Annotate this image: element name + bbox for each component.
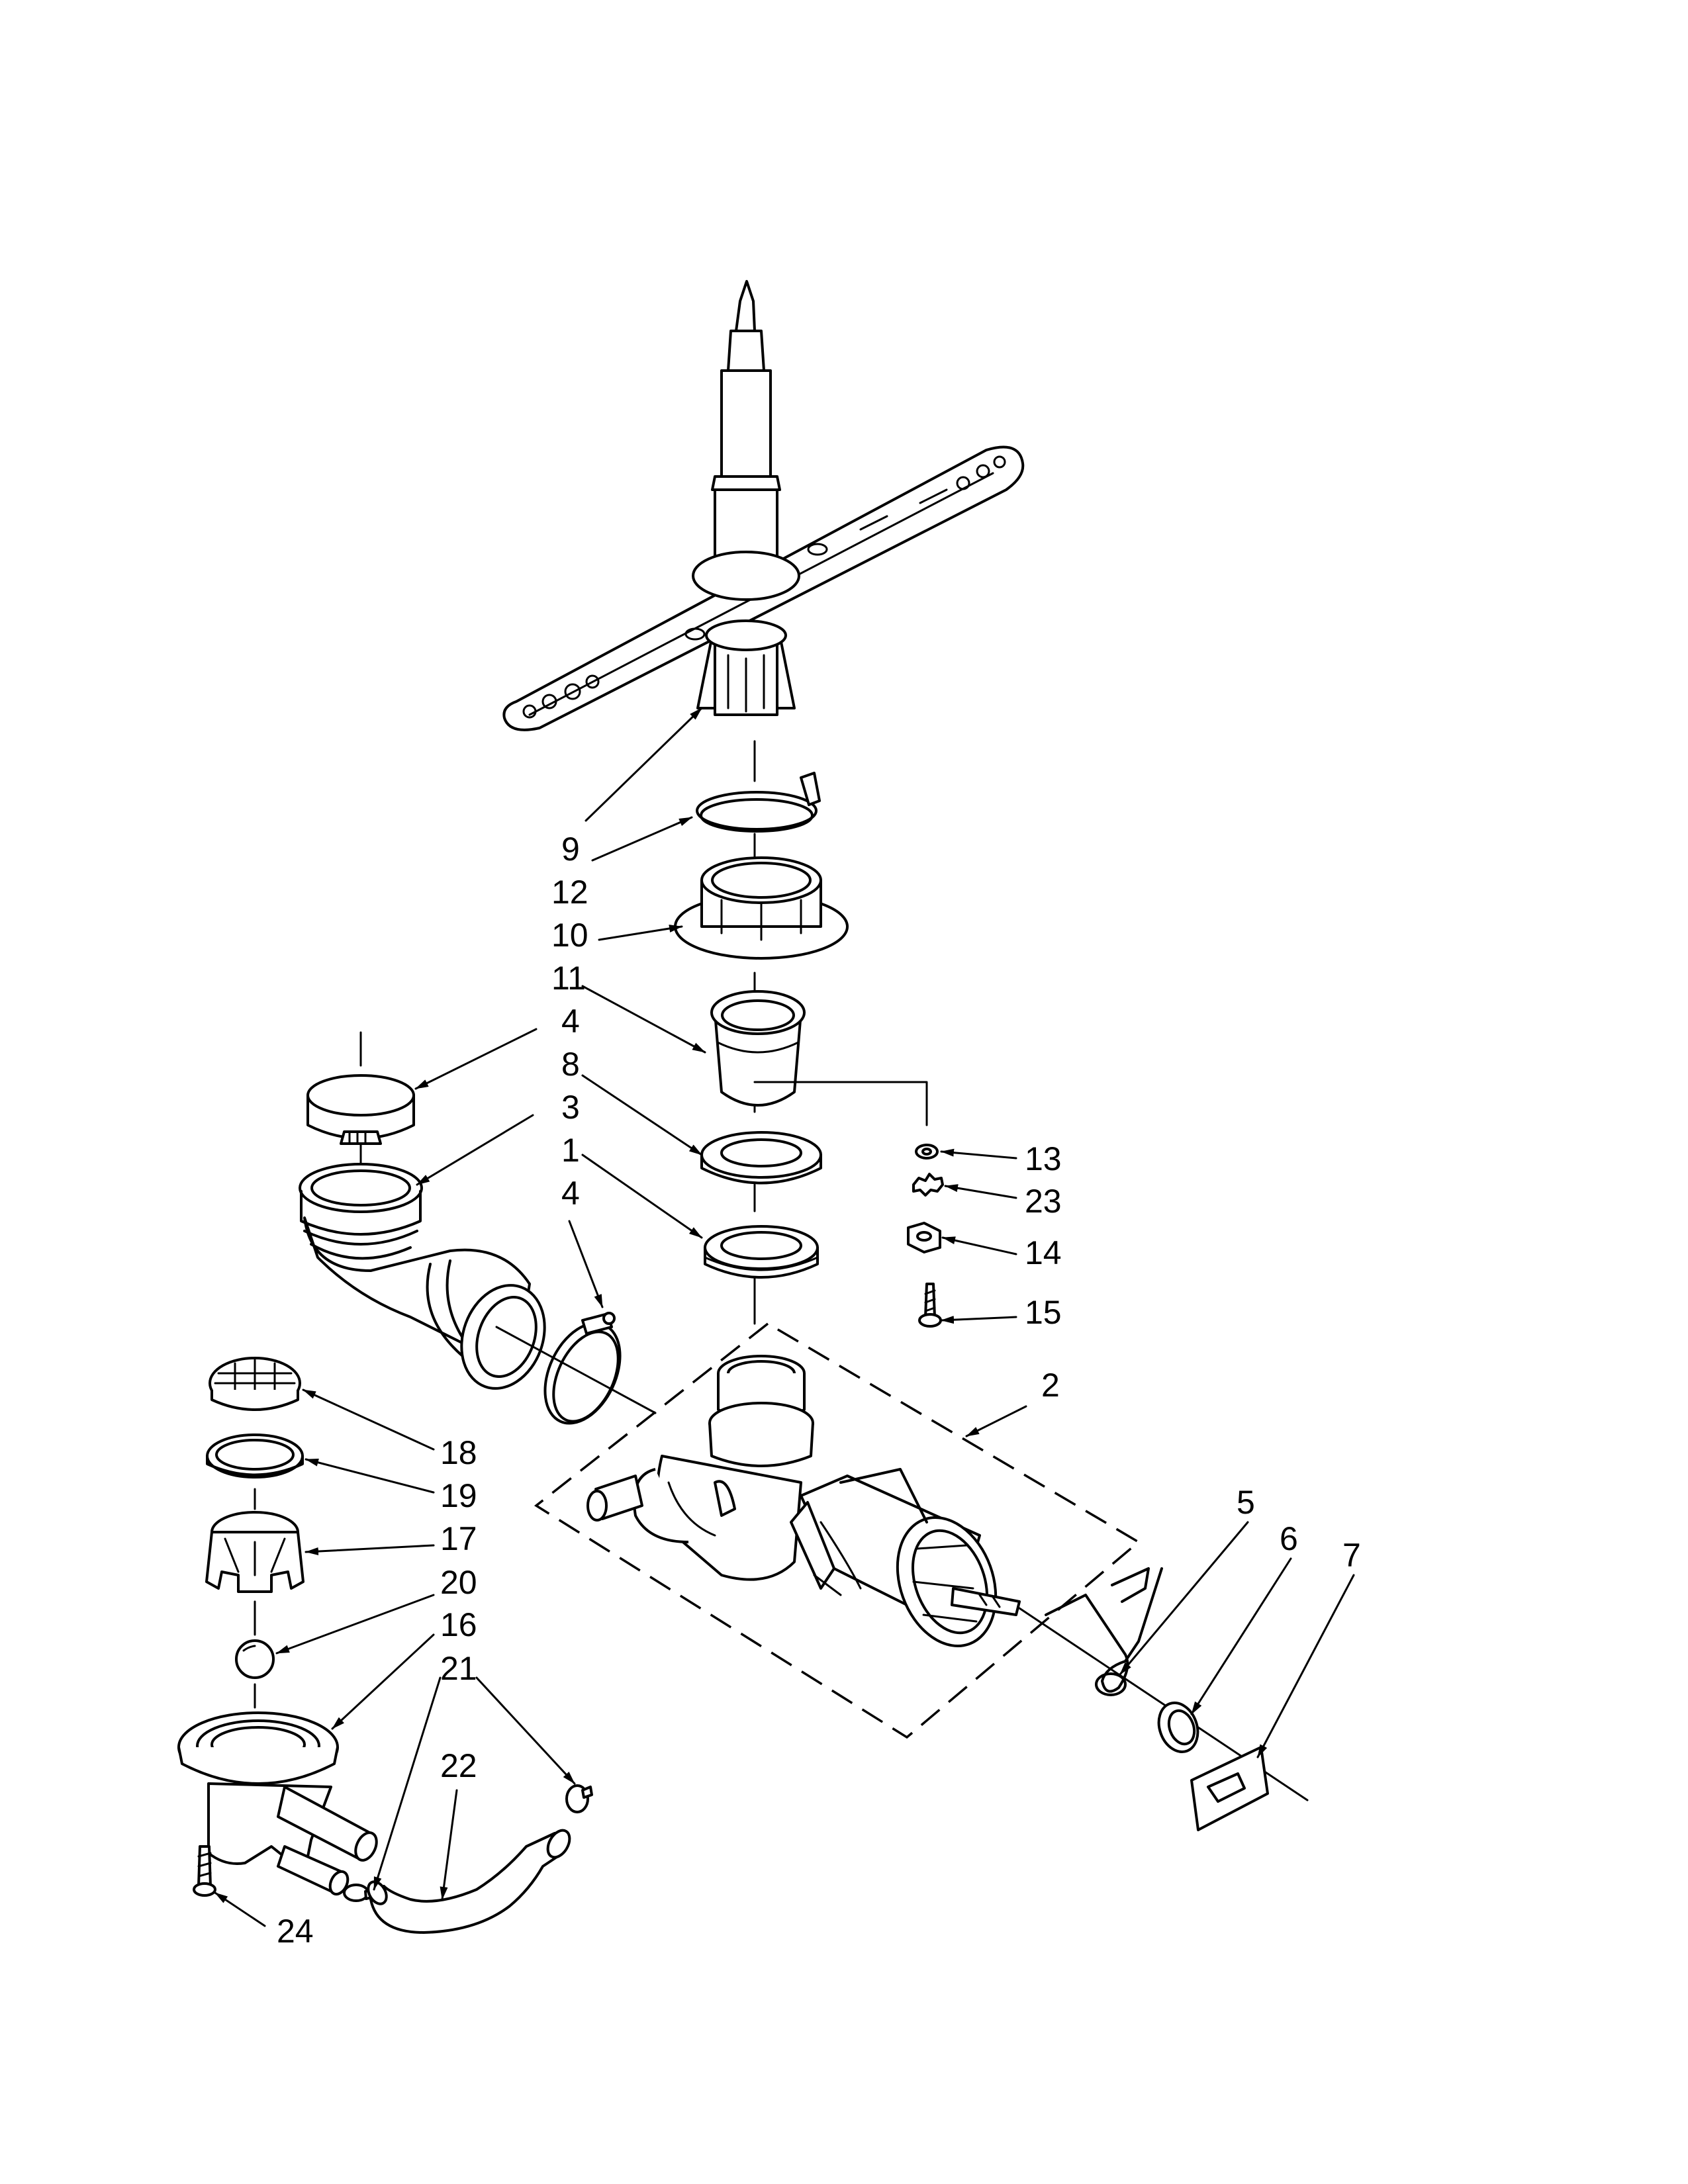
callout-9: 9 xyxy=(561,831,580,868)
callout-16: 16 xyxy=(440,1606,477,1643)
callout-1: 1 xyxy=(561,1132,580,1169)
small-hardware-stack xyxy=(753,1081,944,1328)
callout-22: 22 xyxy=(440,1747,477,1784)
part-22-drain-hose xyxy=(367,1829,571,1934)
part-14-bracket xyxy=(907,1222,941,1253)
callout-2: 2 xyxy=(1041,1367,1060,1404)
leader-lines xyxy=(214,707,1355,1927)
part-15-screw xyxy=(918,1283,942,1328)
callout-5: 5 xyxy=(1237,1484,1255,1521)
callout-23: 23 xyxy=(1025,1183,1062,1220)
callout-11: 11 xyxy=(551,960,586,997)
callout-24: 24 xyxy=(277,1913,314,1950)
part-11-cup xyxy=(710,990,806,1107)
callout-12: 12 xyxy=(551,874,588,911)
callout-13: 13 xyxy=(1025,1140,1062,1177)
part-23-star-washer xyxy=(912,1173,944,1197)
callout-10: 10 xyxy=(551,917,588,954)
part-16-sump xyxy=(177,1711,378,1896)
part-4-upper-clamp xyxy=(306,1031,415,1179)
part-4-lower-clamp xyxy=(543,1312,622,1425)
part-17-filter-cone xyxy=(205,1511,305,1593)
callout-4-lower: 4 xyxy=(561,1175,580,1212)
part-2-pump-motor-assembly xyxy=(534,1322,1141,1739)
callout-19: 19 xyxy=(440,1477,477,1514)
callout-4-upper: 4 xyxy=(561,1003,580,1040)
callout-3: 3 xyxy=(561,1089,580,1126)
part-24-screw xyxy=(193,1845,216,1897)
callout-21: 21 xyxy=(440,1650,477,1687)
callout-17: 17 xyxy=(440,1520,477,1557)
callout-20: 20 xyxy=(440,1564,477,1601)
part-8-seal-ring xyxy=(700,1131,822,1185)
callout-15: 15 xyxy=(1025,1294,1062,1331)
part-9-lower-spray-arm xyxy=(502,280,1025,731)
part-20-ball xyxy=(235,1639,275,1679)
part-13-nut xyxy=(915,1144,939,1160)
callout-18: 18 xyxy=(440,1434,477,1471)
part-6-bushing xyxy=(1157,1702,1199,1753)
part-18-grille xyxy=(209,1357,301,1411)
part-7-gasket-plate xyxy=(1190,1746,1269,1831)
part-12-snap-ring xyxy=(696,772,821,833)
part-19-gasket-ring xyxy=(206,1433,304,1479)
part-1-seal xyxy=(704,1225,819,1279)
callout-14: 14 xyxy=(1025,1234,1062,1271)
callout-7: 7 xyxy=(1342,1537,1361,1574)
callout-8: 8 xyxy=(561,1046,580,1083)
callout-6: 6 xyxy=(1280,1520,1298,1557)
callout-labels: 9 12 10 11 4 8 3 1 4 13 23 14 15 2 18 19… xyxy=(277,831,1361,1950)
part-5-spring-wire xyxy=(1045,1567,1163,1696)
part-10-bearing-hub xyxy=(674,856,849,960)
part-3-elbow-hose xyxy=(299,1163,657,1414)
